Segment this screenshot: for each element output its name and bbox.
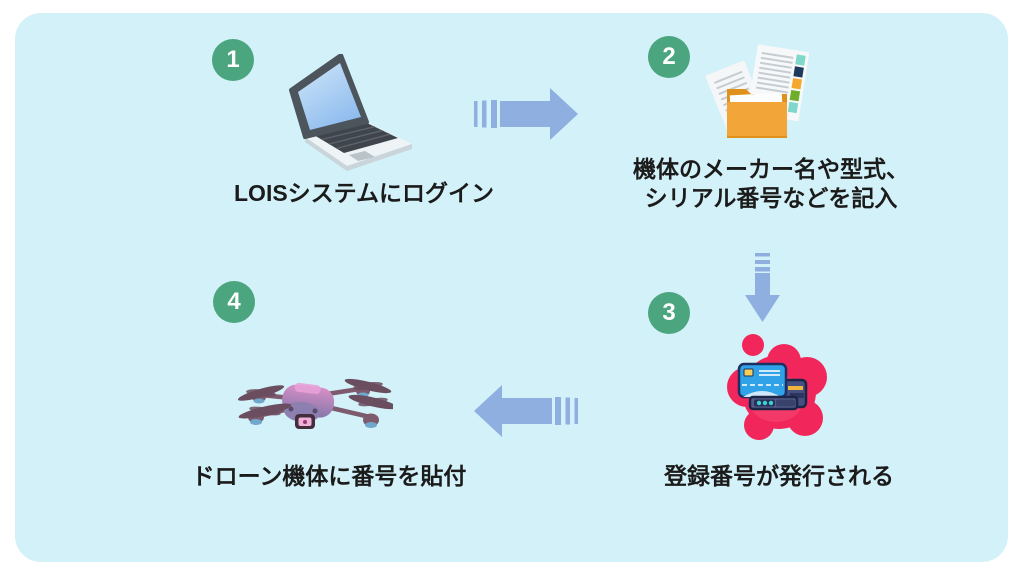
step-2-number: 2 xyxy=(662,43,676,70)
step-1-number-badge: 1 xyxy=(212,39,254,81)
left-arrow-icon xyxy=(474,385,578,437)
step-2-label: 機体のメーカー名や型式、 シリアル番号などを記入 xyxy=(633,156,909,212)
drone-icon xyxy=(227,362,393,454)
step-4-label: ドローン機体に番号を貼付 xyxy=(191,463,467,489)
step-3-number: 3 xyxy=(662,299,676,326)
step-3-label: 登録番号が発行される xyxy=(664,463,894,489)
step-1-label: LOISシステムにログイン xyxy=(234,180,494,206)
laptop-icon xyxy=(283,54,418,172)
step-3-number-badge: 3 xyxy=(648,292,690,334)
step-4-number: 4 xyxy=(227,288,241,315)
documents-folder-icon xyxy=(704,44,819,139)
step-1-number: 1 xyxy=(226,46,240,73)
right-arrow-icon xyxy=(474,88,578,140)
board-background: 1 LOISシステムにログイン xyxy=(15,13,1008,562)
down-arrow-icon xyxy=(745,253,780,322)
step-4-number-badge: 4 xyxy=(213,281,255,323)
registration-card-icon xyxy=(714,330,834,445)
step-2-number-badge: 2 xyxy=(648,36,690,78)
